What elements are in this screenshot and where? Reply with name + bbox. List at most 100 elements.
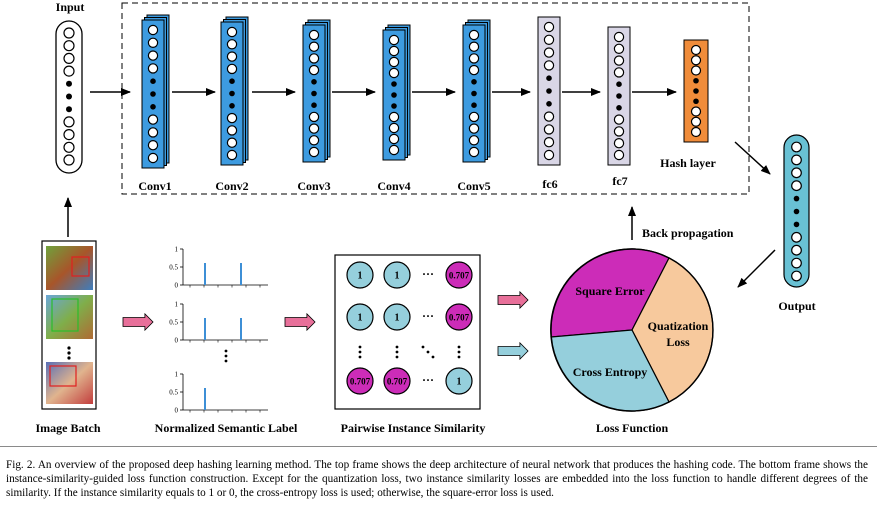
- node: [147, 37, 159, 49]
- pie-label-square-error: Square Error: [575, 284, 645, 298]
- node: [63, 116, 75, 128]
- dot: [395, 345, 399, 349]
- normalized-semantic-label-title: Normalized Semantic Label: [155, 421, 298, 435]
- dot: [395, 355, 399, 359]
- node-dot: [546, 75, 552, 81]
- similarity-vdots: [457, 345, 461, 359]
- loss-pie: [550, 248, 714, 412]
- node: [388, 67, 400, 79]
- node-dot: [229, 90, 235, 97]
- similarity-cell-one: [346, 303, 374, 331]
- node: [308, 123, 320, 134]
- node-dot: [150, 104, 156, 110]
- pie-label-cross-entropy: Cross Entropy: [573, 365, 648, 379]
- node: [147, 114, 159, 125]
- node-dot: [471, 102, 477, 108]
- similarity-value: 1: [358, 313, 363, 324]
- similarity-value: 0.707: [350, 377, 371, 387]
- similarity-value: 0.707: [449, 271, 470, 281]
- node-dot: [150, 91, 156, 97]
- node: [63, 154, 75, 166]
- node: [147, 50, 159, 61]
- node-dot: [66, 106, 72, 113]
- node: [468, 41, 480, 52]
- node: [308, 111, 320, 123]
- similarity-cell-partial: [346, 367, 374, 395]
- node: [791, 154, 802, 166]
- node-dot: [616, 81, 622, 87]
- label-plot-3: 10.50: [169, 371, 268, 415]
- node: [543, 111, 555, 122]
- node: [690, 55, 702, 66]
- node-dot: [546, 101, 552, 107]
- loss-function-title: Loss Function: [596, 421, 669, 435]
- conv-layers: [141, 14, 491, 169]
- label-plot-2: 10.50: [169, 301, 268, 345]
- node-dot: [150, 78, 156, 84]
- conv4-layer: [382, 24, 411, 161]
- node: [63, 40, 75, 52]
- node-dot: [546, 88, 552, 94]
- node: [308, 146, 320, 158]
- dot: [358, 345, 362, 349]
- similarity-ellipsis: ···: [422, 373, 434, 387]
- node: [308, 53, 320, 64]
- plot-tick-label: 1: [175, 301, 179, 309]
- node: [226, 137, 238, 148]
- node: [543, 124, 555, 135]
- plot-tick-label: 0.5: [169, 319, 178, 327]
- conv1-label: Conv1: [138, 179, 171, 193]
- node-dot: [693, 98, 699, 105]
- node: [791, 180, 802, 192]
- node: [388, 56, 400, 68]
- node: [63, 129, 75, 141]
- node-dot: [471, 90, 477, 97]
- node: [388, 122, 400, 134]
- node: [613, 55, 625, 66]
- similarity-cell-one: [383, 261, 411, 289]
- node: [147, 63, 159, 74]
- node-dot: [391, 103, 397, 109]
- node: [63, 141, 75, 153]
- plot-tick-label: 0: [175, 407, 179, 415]
- node: [226, 149, 238, 161]
- node: [388, 111, 400, 123]
- node: [308, 135, 320, 146]
- node: [388, 45, 400, 57]
- similarity-cell-one: [445, 367, 473, 395]
- similarity-cell-partial: [383, 367, 411, 395]
- plot-tick-label: 0.5: [169, 389, 178, 397]
- similarity-value: 0.707: [449, 313, 470, 323]
- fc6-layer: [537, 16, 561, 166]
- plot-tick-label: 0: [175, 282, 179, 290]
- node: [543, 21, 555, 33]
- node: [468, 29, 480, 41]
- node: [613, 31, 625, 43]
- conv3-layer: [302, 19, 331, 163]
- node: [791, 270, 802, 282]
- dot: [426, 350, 430, 354]
- caption-rule: [0, 446, 877, 447]
- node: [147, 139, 159, 151]
- node: [791, 244, 802, 256]
- node-dot: [616, 93, 622, 99]
- node: [226, 63, 238, 75]
- node: [63, 27, 75, 39]
- architecture-diagram: Input Conv1 Conv2 Conv3 Conv4 Conv5 fc6 …: [36, 0, 816, 435]
- node: [468, 53, 480, 64]
- image-jockey-box: [51, 298, 79, 332]
- dot: [457, 345, 461, 349]
- node-dot: [311, 79, 317, 85]
- similarity-value: 1: [457, 377, 462, 388]
- similarity-value: 0.707: [387, 377, 408, 387]
- pie-label-quantization-2: Loss: [666, 335, 690, 349]
- dot: [358, 355, 362, 359]
- back-propagation-label: Back propagation: [642, 226, 734, 240]
- similarity-ellipsis: ···: [422, 267, 434, 281]
- image-batch-label: Image Batch: [36, 421, 101, 435]
- fc-layers: [537, 16, 631, 166]
- node-dot: [229, 78, 235, 84]
- node: [468, 64, 480, 76]
- conv4-label: Conv4: [377, 179, 410, 193]
